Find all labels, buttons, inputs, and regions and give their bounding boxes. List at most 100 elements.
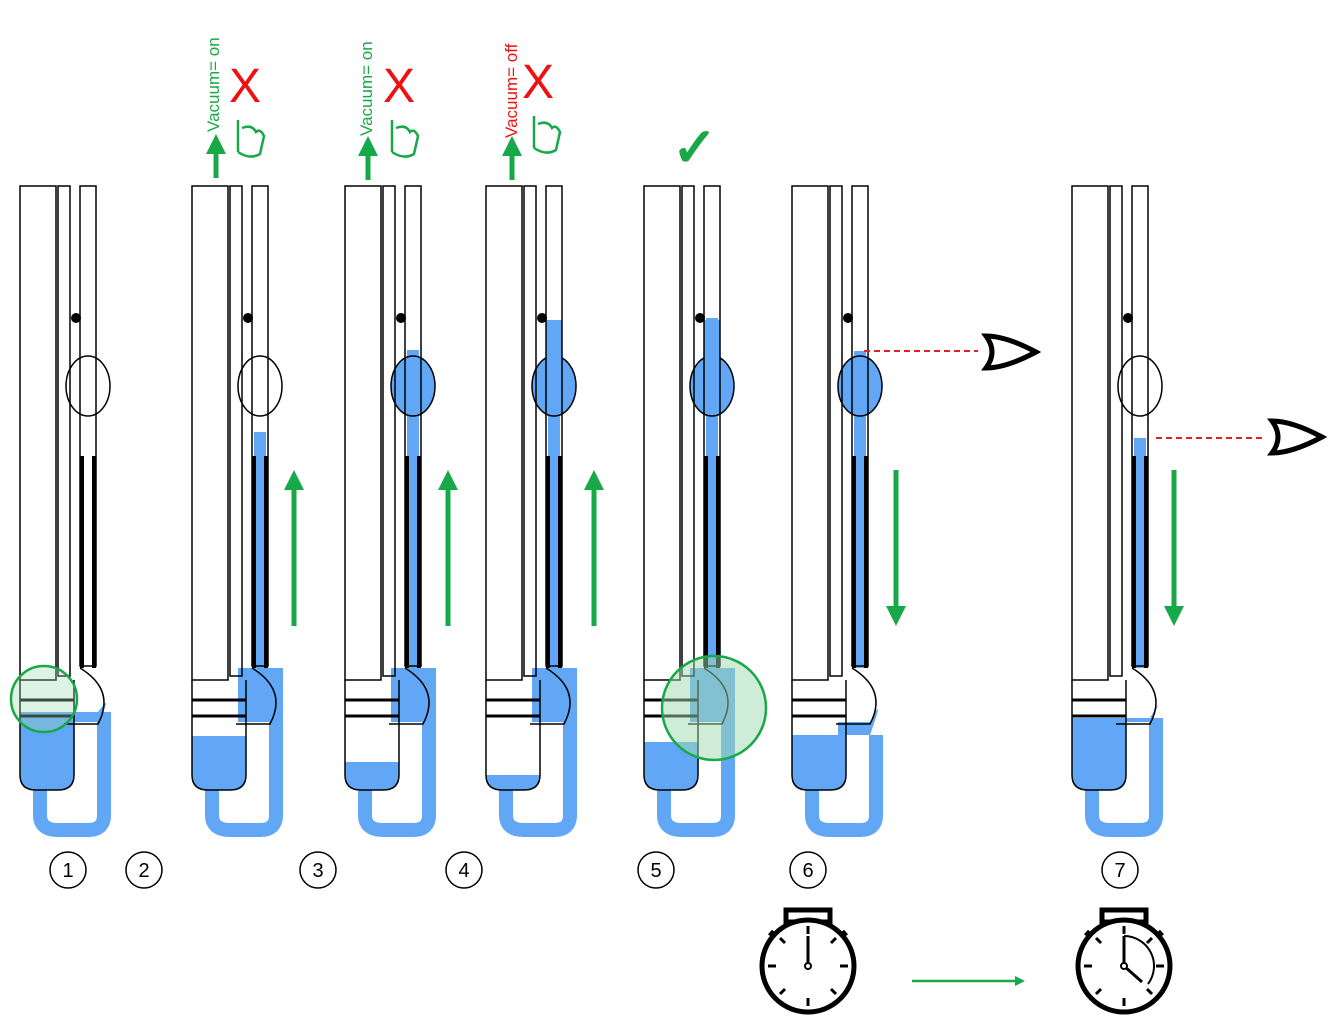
timing-mark	[695, 313, 705, 323]
reservoir-outline	[643, 680, 699, 791]
viscometer-tube-1	[19, 185, 111, 837]
cross-mark-3: X	[229, 60, 261, 113]
reservoir-liquid	[792, 735, 846, 790]
lower-bulb-liquid	[838, 708, 878, 735]
lower-bulb-liquid	[532, 668, 572, 722]
vacuum-label-3: Vacuum= on	[204, 37, 223, 132]
vacuum-label-4: Vacuum= on	[357, 41, 376, 136]
reservoir-outline	[19, 680, 75, 791]
timing-mark	[1123, 313, 1133, 323]
step-number-2: 2	[125, 851, 163, 889]
measuring-bulb	[65, 355, 111, 417]
lower-bulb-liquid	[391, 668, 431, 722]
measuring-bulb	[689, 355, 735, 417]
step-number-label: 3	[312, 860, 323, 882]
step-number-7: 7	[1101, 851, 1139, 889]
timing-mark	[243, 313, 253, 323]
wide-tube	[191, 185, 229, 681]
lower-bulb-liquid	[66, 703, 106, 722]
u-bend-liquid	[1085, 718, 1163, 837]
lower-bulb-outline	[389, 667, 430, 725]
reservoir-liquid	[345, 762, 399, 790]
timing-mark	[71, 313, 81, 323]
step-number-label: 4	[458, 860, 469, 882]
wide-tube	[643, 185, 681, 681]
eye-icon	[981, 333, 1042, 371]
narrow-tube	[382, 185, 396, 677]
narrow-tube	[229, 185, 243, 677]
narrow-tube	[57, 185, 71, 677]
wide-tube	[19, 185, 57, 681]
timing-mark	[537, 313, 547, 323]
lower-bulb-liquid	[238, 668, 278, 722]
measuring-bulb	[531, 355, 577, 417]
lower-bulb-outline	[64, 667, 105, 725]
u-bend-liquid	[33, 712, 111, 837]
step-number-5: 5	[637, 851, 675, 889]
upper-neck-liquid	[546, 320, 562, 360]
stopwatch-icon	[759, 907, 857, 1015]
upper-neck-liquid	[704, 320, 720, 360]
wide-tube	[1071, 185, 1109, 681]
viscometer-tube-6	[791, 185, 883, 837]
stopwatch-icon	[1075, 907, 1173, 1015]
capillary-tube	[1131, 185, 1149, 667]
wide-tube	[344, 185, 382, 681]
viscometer-tube-2	[191, 185, 283, 837]
wide-tube	[791, 185, 829, 681]
lower-bulb-outline	[836, 667, 877, 725]
wide-tube	[485, 185, 523, 681]
timing-mark	[843, 313, 853, 323]
highlight-circle-5	[660, 654, 768, 762]
u-bend-liquid	[499, 668, 577, 837]
step-number-4: 4	[445, 851, 483, 889]
narrow-tube	[523, 185, 537, 677]
viscometer-tube-7	[1071, 185, 1163, 837]
step-number-label: 7	[1114, 860, 1125, 882]
pointing-hand-icon	[532, 116, 562, 154]
u-bend-liquid	[205, 668, 283, 837]
lower-bulb-outline	[236, 667, 277, 725]
reservoir-liquid	[644, 742, 698, 790]
measuring-bulb	[390, 355, 436, 417]
pointing-hand-icon	[236, 120, 266, 158]
step-number-label: 6	[802, 860, 813, 882]
capillary-liquid	[854, 351, 866, 668]
step-number-label: 1	[62, 860, 73, 882]
step-number-1: 1	[49, 851, 87, 889]
capillary-liquid	[407, 350, 419, 668]
reservoir-outline	[191, 680, 247, 791]
measuring-bulb	[1117, 355, 1163, 417]
timing-mark	[396, 313, 406, 323]
viscometer-tube-3	[344, 185, 436, 837]
pointing-hand-icon	[390, 120, 420, 158]
highlight-circle-1	[9, 664, 79, 734]
reservoir-outline	[791, 680, 847, 791]
reservoir-liquid	[1072, 718, 1126, 790]
lower-bulb-liquid	[1118, 704, 1158, 722]
lower-bulb-outline	[530, 667, 571, 725]
capillary-tube	[545, 185, 563, 667]
reservoir-outline	[485, 680, 541, 791]
step-number-6: 6	[789, 851, 827, 889]
capillary-liquid	[1134, 438, 1146, 668]
reservoir-outline	[344, 680, 400, 791]
reservoir-outline	[1071, 680, 1127, 791]
cross-mark-4: X	[383, 60, 415, 113]
u-bend-liquid	[657, 668, 735, 837]
viscometer-tube-4	[485, 185, 577, 837]
capillary-tube	[79, 185, 97, 667]
step-number-label: 5	[650, 860, 661, 882]
eye-icon	[1267, 418, 1328, 456]
u-bend-liquid	[358, 668, 436, 837]
lower-bulb-outline	[1116, 667, 1157, 725]
step-number-label: 2	[138, 860, 149, 882]
cross-mark-5: X	[522, 56, 554, 109]
reservoir-liquid	[192, 736, 246, 790]
narrow-tube	[829, 185, 843, 677]
check-mark-5: ✓	[672, 118, 717, 178]
step-number-3: 3	[299, 851, 337, 889]
measuring-bulb	[837, 355, 883, 417]
narrow-tube	[681, 185, 695, 677]
